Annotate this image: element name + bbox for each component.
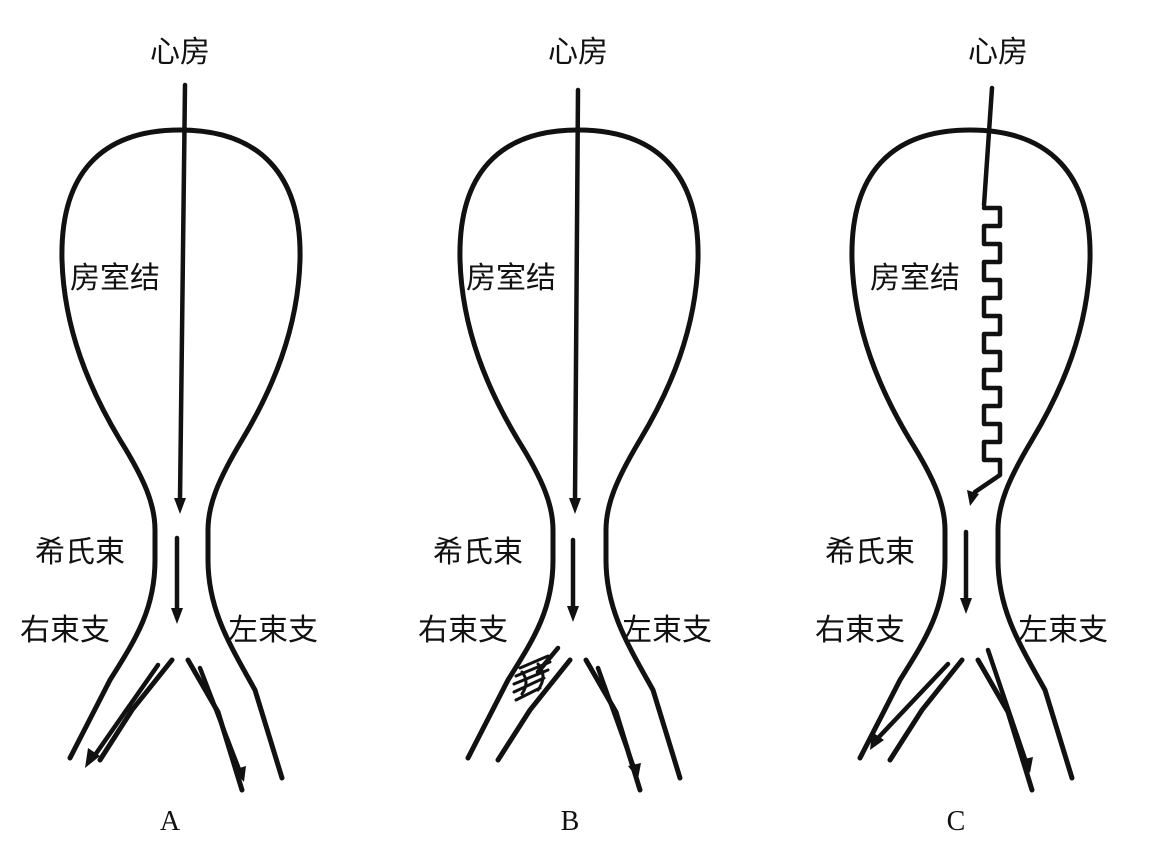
panel-a: 心房 房室结 希氏束 右束支 左束支 A — [20, 35, 318, 837]
atrium-label: 心房 — [548, 35, 608, 70]
panel-caption: A — [160, 806, 181, 837]
arrow-head-icon — [174, 498, 186, 514]
atrial-impulse-line — [572, 87, 581, 503]
atrial-impulse-line — [981, 85, 995, 208]
left-bundle-branch-label: 左束支 — [622, 613, 712, 648]
right-bundle-branch-label: 右束支 — [20, 613, 110, 648]
panel-b: 心房 房室结 希氏束 右束支 左束支 B — [418, 35, 712, 837]
arrow-head-icon — [960, 598, 972, 614]
arrow-head-icon — [569, 498, 581, 514]
panel-caption: C — [947, 806, 966, 837]
arrow-head-icon — [233, 766, 246, 782]
right-branch-impulse-line — [92, 662, 161, 758]
atrial-impulse-line — [177, 82, 188, 503]
left-bundle-branch-label: 左束支 — [228, 613, 318, 648]
av-node-label: 房室结 — [870, 261, 960, 296]
right-bundle-branch-block — [512, 654, 552, 702]
his-bundle-label: 希氏束 — [433, 535, 523, 570]
atrium-label: 心房 — [150, 35, 210, 70]
right-bundle-branch-label: 右束支 — [815, 613, 905, 648]
arrow-head-icon — [567, 606, 579, 622]
bundle-outline — [852, 130, 1090, 790]
left-branch-impulse-line — [197, 665, 243, 775]
panel-caption: B — [561, 806, 580, 837]
panel-c: 心房 房室结 希氏束 右束支 左束支 C — [815, 35, 1108, 837]
left-branch-impulse-line — [595, 665, 637, 771]
his-bundle-label: 希氏束 — [825, 535, 915, 570]
av-node-label: 房室结 — [70, 261, 160, 296]
arrow-head-icon — [1020, 757, 1033, 773]
arrow-head-icon — [870, 732, 884, 750]
arrow-head-icon — [85, 748, 100, 768]
his-bundle-label: 希氏束 — [35, 535, 125, 570]
arrow-head-icon — [171, 608, 183, 624]
left-bundle-branch-label: 左束支 — [1018, 613, 1108, 648]
right-branch-impulse-line — [875, 661, 951, 741]
arrow-head-icon — [628, 763, 641, 779]
atrium-label: 心房 — [968, 35, 1028, 70]
left-branch-impulse-line — [985, 647, 1029, 765]
av-node-delay-zigzag — [972, 205, 1003, 495]
arrow-head-icon — [967, 490, 979, 506]
right-bundle-branch-label: 右束支 — [418, 613, 508, 648]
av-node-label: 房室结 — [466, 261, 556, 296]
